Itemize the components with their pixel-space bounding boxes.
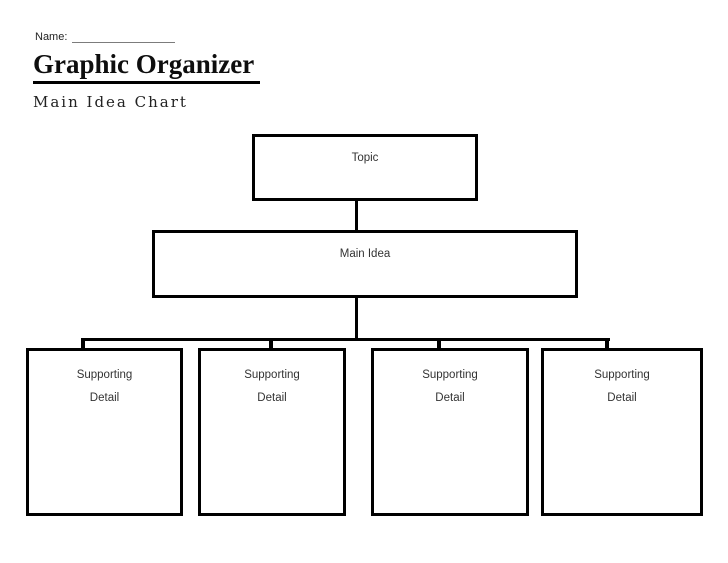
supporting-detail-label-line2: Detail bbox=[89, 392, 120, 404]
supporting-detail-label-line1: Supporting bbox=[244, 369, 300, 381]
supporting-detail-box-3: Supporting Detail bbox=[371, 348, 529, 516]
page-subtitle: Main Idea Chart bbox=[33, 93, 188, 111]
page-title: Graphic Organizer bbox=[33, 49, 261, 84]
main-idea-box: Main Idea bbox=[152, 230, 578, 298]
supporting-detail-label-line1: Supporting bbox=[422, 369, 478, 381]
supporting-detail-box-4: Supporting Detail bbox=[541, 348, 703, 516]
connector-tick-2 bbox=[269, 338, 273, 351]
connector-tick-3 bbox=[437, 338, 441, 351]
name-blank-line bbox=[72, 30, 176, 43]
supporting-detail-box-2: Supporting Detail bbox=[198, 348, 346, 516]
name-row: Name: bbox=[35, 30, 176, 43]
supporting-detail-label-line1: Supporting bbox=[594, 369, 650, 381]
topic-label: Topic bbox=[351, 152, 379, 164]
supporting-detail-label-line2: Detail bbox=[257, 392, 287, 404]
connector-horizontal-line bbox=[82, 338, 610, 341]
supporting-detail-label-line2: Detail bbox=[435, 392, 465, 404]
main-idea-label: Main Idea bbox=[339, 248, 391, 260]
supporting-detail-label-line2: Detail bbox=[607, 392, 637, 404]
connector-topic-to-mainidea bbox=[355, 199, 358, 231]
connector-mainidea-riser bbox=[355, 296, 358, 341]
connector-tick-1 bbox=[81, 338, 85, 351]
topic-box: Topic bbox=[252, 134, 478, 201]
supporting-detail-label-line1: Supporting bbox=[76, 369, 133, 381]
name-label: Name: bbox=[35, 31, 68, 43]
supporting-detail-box-1: Supporting Detail bbox=[26, 348, 183, 516]
connector-tick-4 bbox=[605, 338, 609, 351]
